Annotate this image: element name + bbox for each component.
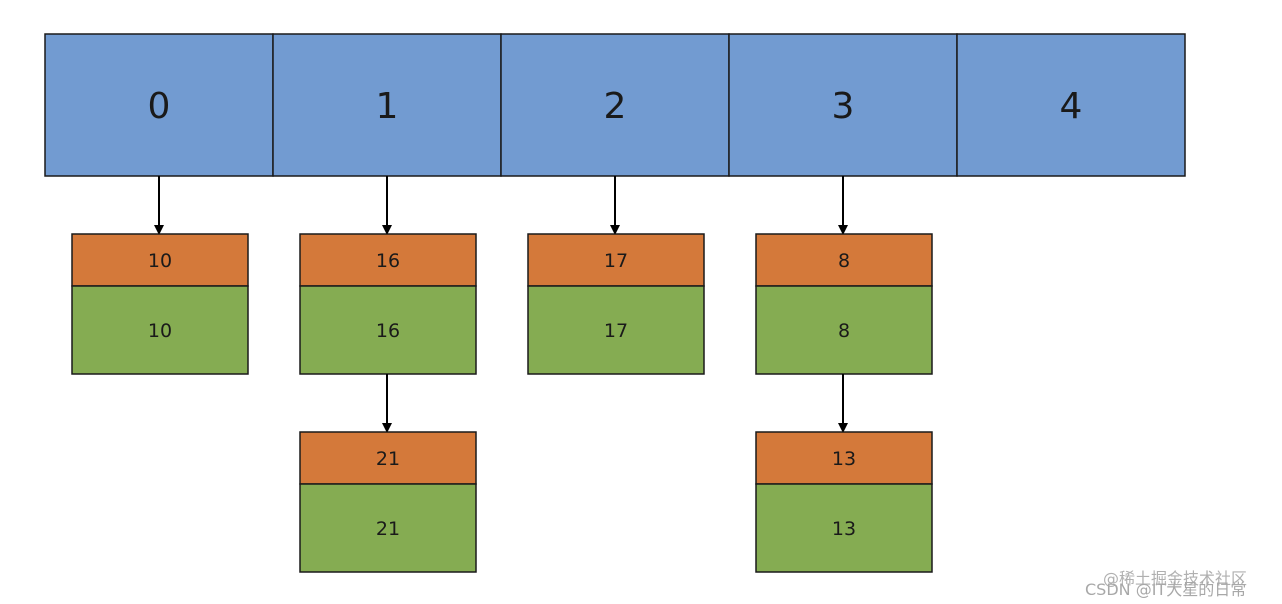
node-value-cell — [71, 285, 249, 375]
bucket-index-label: 4 — [1060, 86, 1083, 127]
watermark-csdn: CSDN @IT大星的日常 — [1085, 580, 1247, 599]
node-key-cell — [755, 233, 933, 287]
bucket-index-label: 1 — [376, 86, 399, 127]
bucket-4: 4 — [956, 33, 1186, 177]
bucket-index-label: 3 — [832, 86, 855, 127]
node-value-label: 8 — [838, 320, 850, 342]
node-key-label: 8 — [838, 250, 850, 272]
bucket-cell — [500, 33, 730, 177]
node-key-label: 16 — [376, 250, 400, 272]
node-value-label: 13 — [832, 518, 856, 540]
bucket-cell — [728, 33, 958, 177]
bucket-cell — [44, 33, 274, 177]
node-value-cell — [527, 285, 705, 375]
chain-node: 10 10 — [71, 233, 249, 375]
node-value-label: 21 — [376, 518, 400, 540]
bucket-cell — [956, 33, 1186, 177]
node-key-label: 10 — [148, 250, 172, 272]
bucket-array: 0 1 2 3 4 — [44, 33, 1186, 177]
node-key-cell — [299, 431, 477, 485]
bucket-index-label: 2 — [604, 86, 627, 127]
node-key-cell — [527, 233, 705, 287]
node-value-cell — [755, 285, 933, 375]
node-value-label: 17 — [604, 320, 628, 342]
node-key-cell — [71, 233, 249, 287]
bucket-1: 1 — [272, 33, 502, 177]
node-key-label: 13 — [832, 448, 856, 470]
node-value-cell — [299, 483, 477, 573]
chain-node: 88 — [755, 233, 933, 375]
bucket-index-label: 0 — [148, 86, 171, 127]
bucket-cell — [272, 33, 502, 177]
chain-node: 21 21 — [299, 431, 477, 573]
node-value-cell — [755, 483, 933, 573]
chain-node: 13 13 — [755, 431, 933, 573]
node-key-label: 21 — [376, 448, 400, 470]
bucket-0: 0 — [44, 33, 274, 177]
node-value-label: 10 — [148, 320, 172, 342]
bucket-2: 2 — [500, 33, 730, 177]
node-key-cell — [755, 431, 933, 485]
node-value-label: 16 — [376, 320, 400, 342]
node-key-label: 17 — [604, 250, 628, 272]
bucket-3: 3 — [728, 33, 958, 177]
watermark-juejin: @稀土掘金技术社区 — [1103, 569, 1248, 588]
